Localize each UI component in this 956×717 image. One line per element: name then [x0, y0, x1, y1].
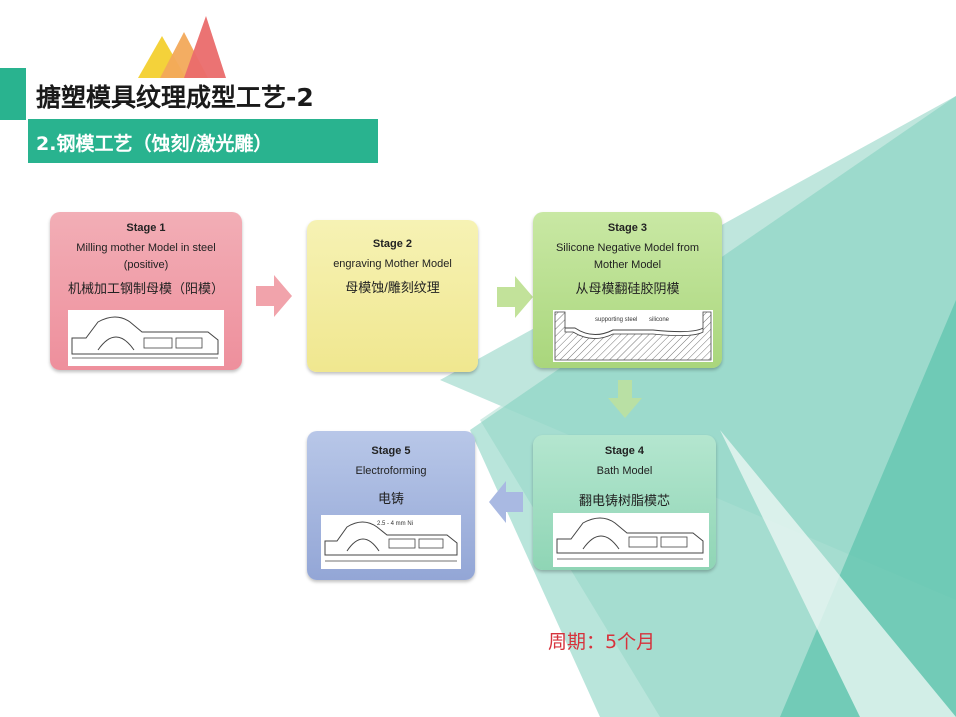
stage-en-text: Electroforming — [355, 465, 427, 477]
arrow-down-icon — [608, 380, 642, 418]
silicone-model-drawing: supporting steel silicone — [553, 310, 713, 362]
stage-1-box: Stage 1 Milling mother Model in steel (p… — [50, 212, 242, 370]
stage-en-text: Silicone Negative Model from Mother Mode… — [555, 242, 700, 271]
stage-en-text: Bath Model — [596, 465, 653, 477]
stage-cn-text: 母模蚀/雕刻纹理 — [345, 280, 440, 295]
subtitle-bar: 2.钢模工艺（蚀刻/激光雕） — [28, 119, 378, 163]
stage-title: Stage 3 — [607, 222, 648, 234]
stage-en-text: Milling mother Model in steel (positive) — [76, 242, 216, 271]
subtitle: 2.钢模工艺（蚀刻/激光雕） — [36, 133, 273, 155]
silicone-label: silicone — [649, 317, 670, 323]
mold-drawing-icon — [71, 316, 219, 359]
cycle-duration: 周期：5个月 — [548, 631, 656, 653]
steel-label: supporting steel — [595, 317, 637, 323]
stage-title: Stage 2 — [372, 238, 413, 250]
electroform-drawing-icon: 2.5 - 4 mm Ni — [324, 521, 458, 562]
stage-en-text: engraving Mother Model — [333, 258, 452, 270]
arrow-right-icon — [256, 275, 292, 317]
title-accent-tab — [0, 68, 26, 120]
stage-cn-text: 翻电铸树脂模芯 — [578, 493, 670, 508]
bath-model-drawing — [553, 513, 709, 567]
triangle-logo-icon — [138, 16, 226, 78]
steel-model-drawing — [68, 310, 224, 366]
arrow-right-icon — [497, 276, 533, 318]
page-title: 搪塑模具纹理成型工艺-2 — [36, 83, 314, 112]
bath-model-drawing-icon — [556, 517, 704, 560]
stage-title: Stage 4 — [604, 445, 645, 457]
stage-3-box: Stage 3 Silicone Negative Model from Mot… — [533, 212, 722, 368]
electroforming-drawing: 2.5 - 4 mm Ni — [321, 515, 461, 569]
stage-cn-text: 从母模翻硅胶阴模 — [575, 281, 680, 296]
stage-cn-text: 电铸 — [377, 491, 404, 506]
stage-4-box: Stage 4 Bath Model 翻电铸树脂模芯 — [533, 435, 716, 570]
stage-2-box: Stage 2 engraving Mother Model 母模蚀/雕刻纹理 — [307, 220, 478, 372]
silicone-mold-drawing-icon: supporting steel silicone — [554, 311, 712, 361]
stage-5-box: Stage 5 Electroforming 电铸 2.5 - 4 mm Ni — [307, 431, 475, 580]
stage-title: Stage 1 — [126, 222, 166, 234]
thickness-label: 2.5 - 4 mm Ni — [377, 521, 413, 527]
stage-cn-text: 机械加工钢制母模（阳模） — [67, 281, 224, 296]
stage-title: Stage 5 — [371, 445, 411, 457]
arrow-left-icon — [489, 481, 523, 523]
